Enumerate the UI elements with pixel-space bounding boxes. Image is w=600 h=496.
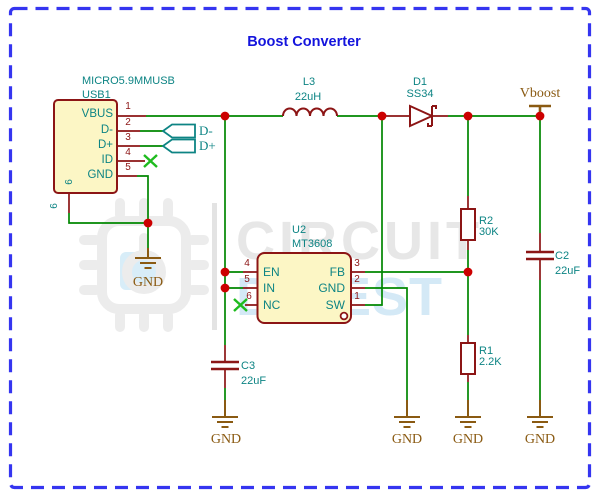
pin-leads: [68, 115, 541, 388]
ic-ref: U2: [292, 224, 307, 236]
usb-pin-name-id: ID: [101, 153, 114, 166]
vboost-flag: [529, 104, 551, 112]
inductor-symbol: [282, 107, 338, 117]
chip-icon: [79, 198, 209, 332]
inductor-value: 22uH: [294, 91, 322, 103]
ic-pin-name-in: IN: [263, 280, 275, 295]
ic-pin-num-3: 3: [354, 258, 360, 269]
ic-pin1-dot: [339, 311, 349, 321]
capacitor-c2-value: 22uF: [555, 265, 581, 277]
dplus-flag-label: D+: [199, 138, 216, 153]
net-wires: [68, 115, 541, 400]
usb-pin-name-gnd: GND: [87, 168, 113, 181]
usb-data-net-flags: [161, 123, 196, 154]
resistor-r1-value: 2.2K: [479, 356, 502, 368]
inductor-ref: L3: [302, 76, 316, 88]
ic-pin-name-gnd: GND: [318, 280, 345, 295]
ic-pin-name-fb: FB: [329, 264, 345, 279]
capacitor-c2-ref: C2: [555, 250, 570, 262]
dminus-flag: [161, 123, 196, 139]
diode-ref: D1: [412, 76, 428, 88]
capacitor-c2-symbol: [526, 250, 554, 261]
ic-pin-num-5: 5: [244, 274, 250, 285]
ic-pin-name-sw: SW: [325, 297, 345, 312]
usb-part-label: MICRO5.9MMUSB: [82, 75, 175, 87]
usb-pin-num-4: 4: [125, 146, 131, 158]
resistor-r1-ref: R1: [479, 345, 494, 357]
gnd-symbol-usb: [135, 248, 161, 269]
usb-pin-name-dminus: D-: [100, 123, 113, 136]
diode-value: SS34: [406, 88, 434, 100]
ic-pin-name-nc: NC: [263, 297, 281, 312]
resistor-r2-ref: R2: [479, 215, 494, 227]
usb-pin6-name: 6: [64, 179, 75, 185]
ic-pin-num-2: 2: [354, 274, 360, 285]
usb-pin-name-vbus: VBUS: [81, 108, 113, 120]
usb-pin-num-2: 2: [125, 116, 131, 128]
usb-pin-name-dplus: D+: [97, 138, 113, 151]
ic-part: MT3608: [292, 238, 333, 250]
ic-body: [256, 252, 352, 324]
gnd-symbol-r1: [455, 400, 481, 428]
noconnect-x-ic-nc: [233, 298, 248, 312]
gnd-label-ic: GND: [391, 432, 423, 447]
gnd-label-c2: GND: [524, 432, 556, 447]
usb-pin-num-1: 1: [125, 101, 131, 112]
usb-pin-num-5: 5: [125, 161, 131, 173]
page-border: [8, 6, 592, 490]
watermark-divider: [212, 203, 217, 330]
resistor-r2-symbol: [460, 208, 476, 241]
junction-dots: [143, 111, 545, 293]
gnd-label-usb: GND: [132, 275, 164, 290]
vboost-label: Vboost: [519, 86, 561, 101]
ic-pin-name-en: EN: [263, 264, 280, 279]
dminus-flag-label: D-: [199, 123, 213, 138]
usb-pin6-num: 6: [49, 203, 60, 209]
capacitor-c3-symbol: [211, 360, 239, 371]
ic-pin-num-4: 4: [244, 258, 250, 269]
resistor-r1-symbol: [460, 342, 476, 375]
gnd-label-c3: GND: [210, 432, 242, 447]
noconnect-x-usb-id: [143, 154, 158, 168]
usb-ref-label: USB1: [82, 89, 111, 101]
gnd-symbol-c3: [212, 400, 238, 428]
dplus-flag: [161, 138, 196, 154]
diode-symbol: [409, 104, 437, 128]
capacitor-c3-ref: C3: [241, 360, 256, 372]
ic-pin-num-1: 1: [354, 290, 360, 302]
usb-pin-num-3: 3: [125, 131, 131, 143]
resistor-r2-value: 30K: [479, 226, 499, 238]
ic-pin-num-6: 6: [246, 290, 252, 302]
schematic-title: Boost Converter: [247, 34, 361, 50]
gnd-symbol-c2: [527, 400, 553, 428]
gnd-label-r1: GND: [452, 432, 484, 447]
gnd-symbol-ic: [394, 400, 420, 428]
usb-connector-body: [53, 99, 118, 194]
capacitor-c3-value: 22uF: [241, 375, 267, 387]
